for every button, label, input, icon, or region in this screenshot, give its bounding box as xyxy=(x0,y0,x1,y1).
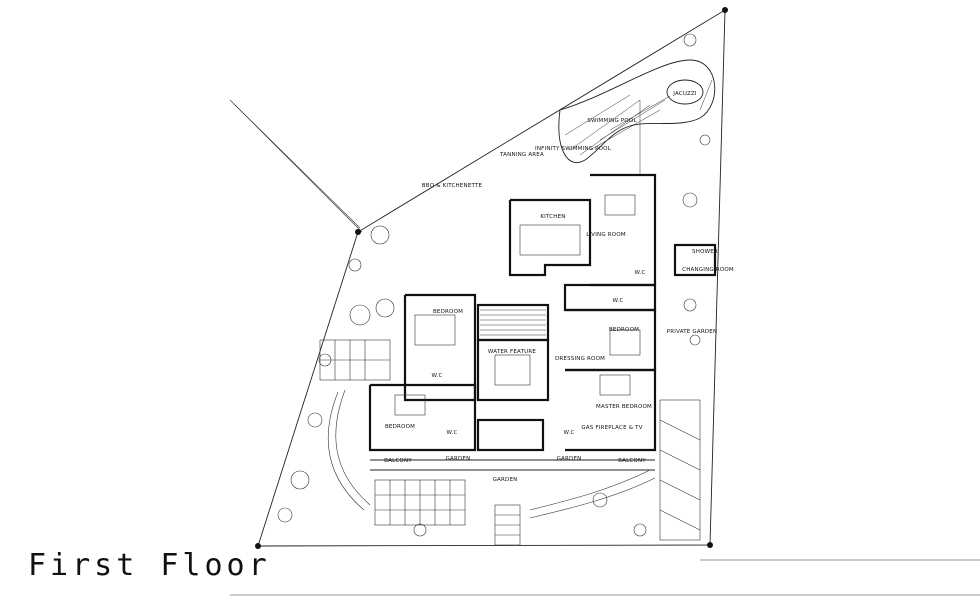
label-dressing-room: DRESSING ROOM xyxy=(555,356,605,362)
garden-paths xyxy=(327,389,656,519)
label-jacuzzi: JACUZZI xyxy=(672,91,697,97)
label-wc-mid: W.C xyxy=(613,298,624,304)
interior-details xyxy=(394,100,641,416)
label-wc-se: W.C xyxy=(564,430,575,436)
label-balcony-left: BALCONY xyxy=(384,458,412,464)
label-wc-sw: W.C xyxy=(447,430,458,436)
label-wc-living: W.C xyxy=(635,270,646,276)
label-garden-right: GARDEN xyxy=(557,456,582,462)
landscaping xyxy=(277,33,711,537)
label-garden-left: GARDEN xyxy=(446,456,471,462)
label-shower: SHOWER xyxy=(692,249,718,255)
label-wc-nw: W.C xyxy=(432,373,443,379)
label-kitchen: KITCHEN xyxy=(540,214,565,220)
building-walls xyxy=(368,173,717,471)
label-balcony-right: BALCONY xyxy=(618,458,646,464)
label-living-room: LIVING ROOM xyxy=(586,232,626,238)
label-garden-center: GARDEN xyxy=(493,477,518,483)
label-tanning-area: TANNING AREA xyxy=(499,152,544,158)
plan-title: First Floor xyxy=(28,548,271,583)
label-bbq: BBQ & KITCHENETTE xyxy=(422,183,483,189)
label-private-garden: PRIVATE GARDEN xyxy=(667,329,718,335)
label-changing-room: CHANGING ROOM xyxy=(682,267,734,273)
site-boundary xyxy=(229,7,980,596)
label-master-bedroom: MASTER BEDROOM xyxy=(596,404,652,410)
room-labels: JACUZZI SWIMMING POOL INFINITY SWIMMING … xyxy=(384,91,734,483)
label-water-feature: WATER FEATURE xyxy=(488,349,536,355)
label-bedroom-ne: BEDROOM xyxy=(609,327,639,333)
label-bedroom-nw: BEDROOM xyxy=(433,309,463,315)
label-swimming-pool: SWIMMING POOL xyxy=(587,118,637,124)
label-infinity-pool: INFINITY SWIMMING POOL xyxy=(535,146,612,152)
paving xyxy=(319,339,701,546)
label-bedroom-sw: BEDROOM xyxy=(385,424,415,430)
label-gas-fireplace: GAS FIREPLACE & TV xyxy=(581,425,642,431)
swimming-pool xyxy=(558,59,716,163)
